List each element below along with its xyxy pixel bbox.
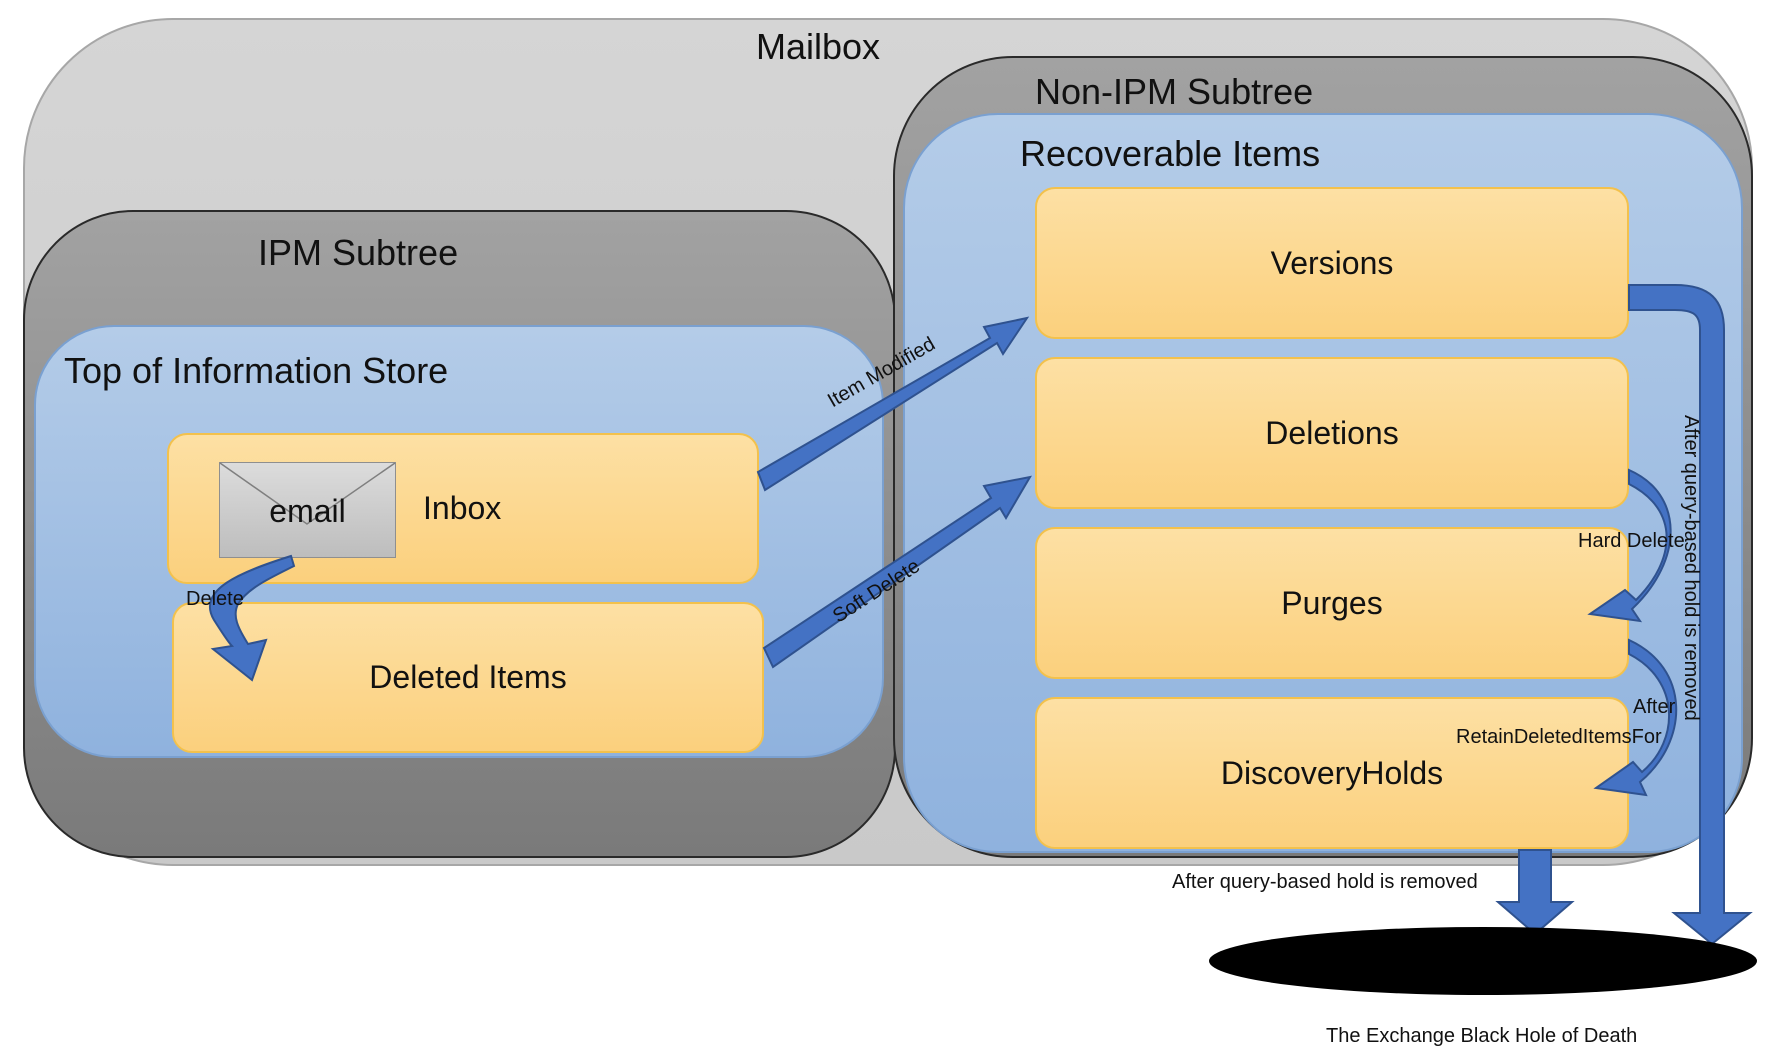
ipm-subtree-title: IPM Subtree [258, 232, 459, 273]
email-envelope-icon: email [219, 462, 396, 558]
discovery-holds-to-black-hole-arrow [1495, 849, 1575, 936]
delete-arrow [208, 554, 296, 682]
versions-label: Versions [1270, 244, 1394, 281]
recoverable-items-title: Recoverable Items [1020, 133, 1321, 174]
versions-folder[interactable]: Versions [1035, 187, 1629, 339]
email-envelope-text: email [269, 493, 346, 529]
deleted-items-folder[interactable]: Deleted Items [172, 602, 764, 753]
versions-to-black-hole-arrow [1628, 284, 1753, 946]
discovery-holds-label: DiscoveryHolds [1220, 754, 1444, 791]
black-hole-caption: The Exchange Black Hole of Death [1326, 1025, 1638, 1047]
mailbox-title: Mailbox [756, 26, 881, 67]
purges-label: Purges [1281, 584, 1383, 621]
envelope-flap-icon [219, 462, 396, 525]
delete-label: Delete [186, 588, 244, 610]
discovery-holds-folder[interactable]: DiscoveryHolds [1035, 697, 1629, 849]
hard-delete-arrow [1587, 468, 1672, 623]
item-modified-arrow [756, 316, 1030, 492]
inbox-label: Inbox [423, 490, 502, 526]
purges-folder[interactable]: Purges [1035, 527, 1629, 679]
after-retain-label-line2: RetainDeletedItemsFor [1456, 726, 1662, 748]
top-of-information-store-title: Top of Information Store [64, 350, 449, 391]
deletions-folder[interactable]: Deletions [1035, 357, 1629, 509]
after-retain-label-line1: After [1633, 696, 1676, 718]
query-hold-removed-bottom-label: After query-based hold is removed [1172, 871, 1478, 893]
non-ipm-subtree-title: Non-IPM Subtree [1035, 71, 1314, 112]
deletions-label: Deletions [1265, 414, 1399, 451]
black-hole-icon [1209, 927, 1757, 995]
retain-deleted-items-arrow [1593, 638, 1678, 797]
query-hold-removed-vertical-label: After query-based hold is removed [1680, 415, 1702, 721]
deleted-items-label: Deleted Items [369, 659, 567, 695]
hard-delete-label: Hard Delete [1578, 530, 1685, 552]
soft-delete-arrow [762, 475, 1032, 669]
